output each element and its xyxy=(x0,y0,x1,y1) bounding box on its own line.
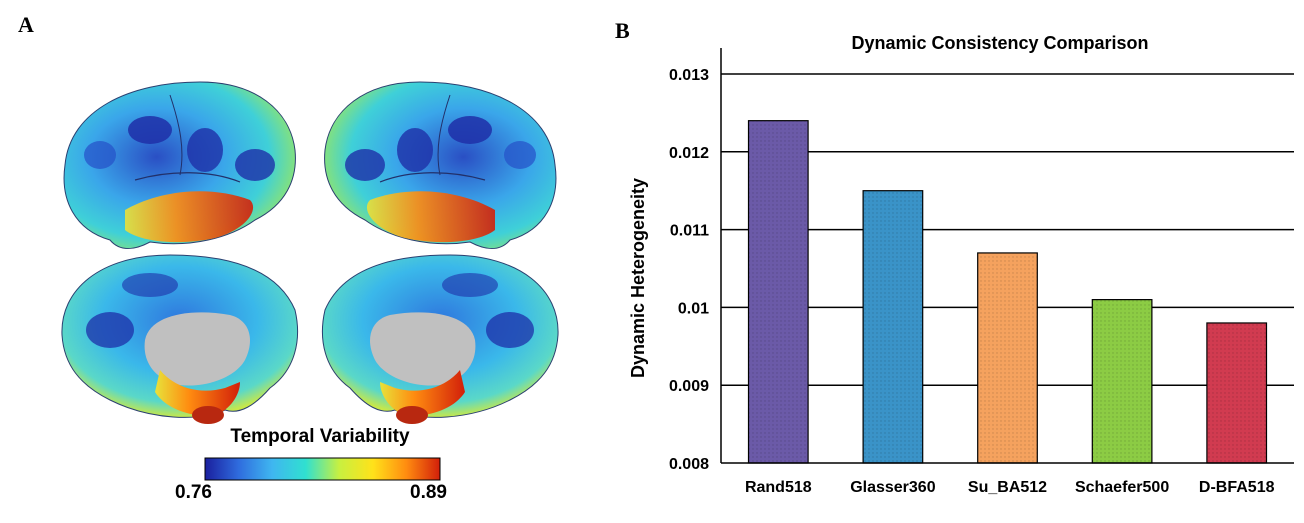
y-tick-label: 0.013 xyxy=(669,67,709,84)
y-axis-label: Dynamic Heterogeneity xyxy=(628,178,648,378)
bar-chart: Dynamic Consistency Comparison Dynamic H… xyxy=(628,33,1294,496)
x-tick-label: Glasser360 xyxy=(850,479,936,496)
left-lateral-hemisphere xyxy=(63,81,296,249)
brain-surfaces xyxy=(61,81,559,481)
brain-panel: Temporal Variability 0.76 0.89 xyxy=(40,70,580,510)
y-tick-label: 0.011 xyxy=(670,223,709,240)
y-tick-label: 0.008 xyxy=(669,456,709,473)
y-tick-label: 0.012 xyxy=(669,145,709,162)
x-tick-label: D-BFA518 xyxy=(1199,479,1275,496)
bar-texture xyxy=(1092,299,1152,463)
x-tick-label: Schaefer500 xyxy=(1075,479,1169,496)
colorbar-title: Temporal Variability xyxy=(230,426,410,447)
bar-texture xyxy=(863,190,923,463)
right-lateral-hemisphere xyxy=(324,81,557,249)
right-medial-hemisphere xyxy=(322,254,559,424)
bar-texture xyxy=(977,252,1038,463)
y-tick-labels: 0.008 0.009 0.01 0.011 0.012 0.013 xyxy=(669,67,709,473)
chart-title: Dynamic Consistency Comparison xyxy=(851,33,1148,53)
left-medial-hemisphere xyxy=(61,254,298,424)
x-tick-labels: Rand518 Glasser360 Su_BA512 Schaefer500 D-BF… xyxy=(745,479,1275,496)
bars xyxy=(747,120,1268,464)
colorbar xyxy=(204,457,441,481)
y-tick-label: 0.009 xyxy=(669,378,709,395)
bar-texture xyxy=(748,120,809,464)
bar-texture xyxy=(1206,322,1267,463)
y-tick-label: 0.01 xyxy=(678,300,709,317)
panel-label-a: A xyxy=(18,12,34,37)
bar-chart-panel: Dynamic Consistency Comparison Dynamic H… xyxy=(620,20,1304,518)
panel-label-b: B xyxy=(615,18,630,43)
colorbar-min-label: 0.76 xyxy=(175,482,212,503)
colorbar-max-label: 0.89 xyxy=(410,482,447,503)
x-tick-label: Su_BA512 xyxy=(968,479,1047,496)
x-tick-label: Rand518 xyxy=(745,479,812,496)
